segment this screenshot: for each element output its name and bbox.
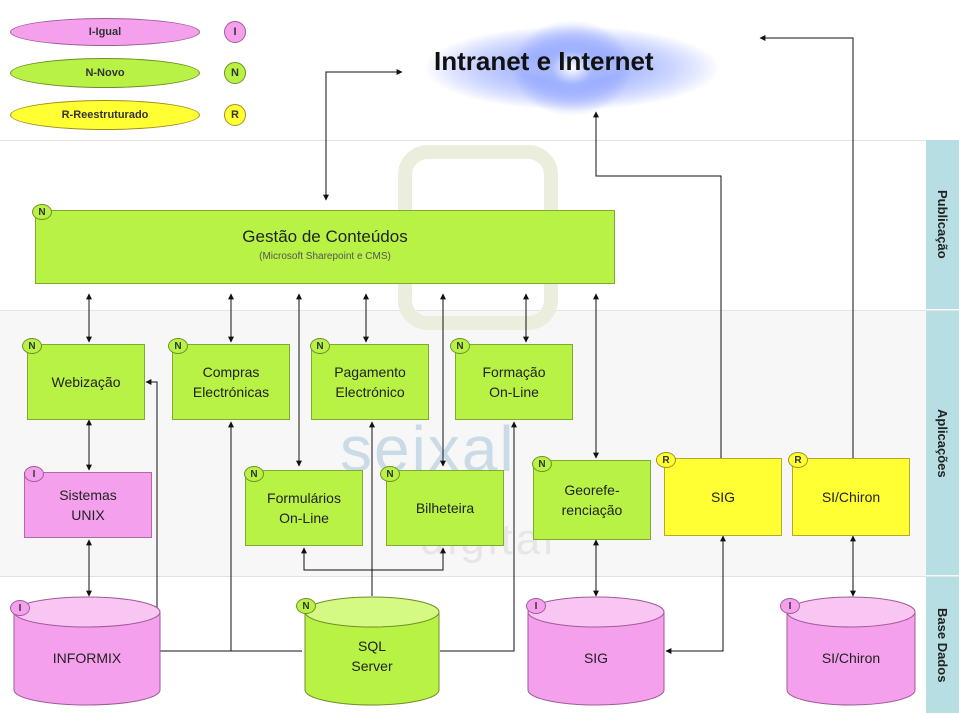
badge-bilheteira: N <box>380 466 400 482</box>
badge-sig-app: R <box>656 452 676 468</box>
sig-db[interactable]: SIG <box>527 596 665 706</box>
layer-label-publicacao: Publicação <box>935 190 950 259</box>
georef-box[interactable]: Georefe- renciação <box>533 460 651 540</box>
badge-informix: I <box>10 600 30 616</box>
layer-sidebar-publicacao <box>926 140 959 309</box>
link-formularios-bilheteira <box>301 547 446 571</box>
layer-sidebar-base-dados <box>926 577 959 713</box>
link-sig-internet <box>593 111 722 458</box>
pagamento-box[interactable]: Pagamento Electrónico <box>311 344 429 420</box>
gestao-title: Gestão de Conteúdos <box>242 227 408 246</box>
link-sql-webizacao <box>145 379 302 652</box>
webizacao-box[interactable]: Webização <box>27 344 145 420</box>
badge-georef: N <box>532 456 552 472</box>
legend-badge-reestruturado: R <box>224 104 246 126</box>
compras-box[interactable]: Compras Electrónicas <box>172 344 290 420</box>
sistemas-unix-box[interactable]: Sistemas UNIX <box>24 472 152 538</box>
webizacao-label: Webização <box>51 374 121 390</box>
bilheteira-box[interactable]: Bilheteira <box>386 470 504 546</box>
sql-line1: SQL <box>357 638 386 654</box>
badge-compras: N <box>168 338 188 354</box>
formularios-box[interactable]: Formulários On-Line <box>245 470 363 546</box>
compras-line2: Electrónicas <box>192 384 270 400</box>
unix-line2: UNIX <box>71 507 105 523</box>
badge-webizacao: N <box>22 338 42 354</box>
legend-ellipse-novo: N-Novo <box>10 58 200 88</box>
sql-server-db[interactable]: SQL Server <box>304 596 440 706</box>
badge-unix: I <box>24 466 44 482</box>
formularios-line1: Formulários <box>267 490 341 506</box>
georef-line1: Georefe- <box>564 482 620 498</box>
legend-badge-igual: I <box>224 21 246 43</box>
gestao-conteudos-box[interactable]: Gestão de Conteúdos (Microsoft Sharepoin… <box>35 210 615 284</box>
legend-badge-novo: N <box>224 62 246 84</box>
sql-line2: Server <box>351 658 393 674</box>
chiron-db[interactable]: SI/Chiron <box>786 596 916 706</box>
informix-label: INFORMIX <box>52 650 122 666</box>
pagamento-line1: Pagamento <box>334 364 406 380</box>
link-sql-formacao <box>440 421 517 652</box>
badge-formularios: N <box>244 466 264 482</box>
layer-label-base-dados: Base Dados <box>935 607 950 683</box>
layer-sidebar-aplicacoes <box>926 311 959 575</box>
badge-pagamento: N <box>310 338 330 354</box>
chiron-app-box[interactable]: SI/Chiron <box>792 458 910 536</box>
formacao-line2: On-Line <box>489 384 539 400</box>
chiron-db-label: SI/Chiron <box>821 650 881 666</box>
bilheteira-label: Bilheteira <box>415 500 475 516</box>
sig-app-box[interactable]: SIG <box>664 458 782 536</box>
chiron-app-label: SI/Chiron <box>821 489 881 505</box>
informix-db[interactable]: INFORMIX <box>13 596 161 706</box>
formacao-line1: Formação <box>482 364 546 380</box>
link-gestao-internet <box>323 69 403 201</box>
sig-db-label: SIG <box>583 650 609 666</box>
badge-chiron-db: I <box>780 598 800 614</box>
link-chiron-internet <box>759 35 854 458</box>
legend-ellipse-reestruturado: R-Reestruturado <box>10 100 200 130</box>
link-sigapp-sigdb <box>665 535 726 654</box>
compras-line1: Compras <box>202 364 260 380</box>
sig-app-label: SIG <box>710 489 736 505</box>
formularios-line2: On-Line <box>279 510 329 526</box>
badge-chiron-app: R <box>788 452 808 468</box>
layer-label-aplicacoes: Aplicações <box>935 408 950 478</box>
badge-formacao: N <box>450 338 470 354</box>
badge-sig-db: I <box>526 598 546 614</box>
badge-gestao: N <box>32 204 52 220</box>
legend-ellipse-igual: I-Igual <box>10 18 200 46</box>
formacao-box[interactable]: Formação On-Line <box>455 344 573 420</box>
gestao-subtitle: (Microsoft Sharepoint e CMS) <box>259 251 391 262</box>
page-title: Intranet e Internet <box>434 46 654 76</box>
badge-sql: N <box>296 598 316 614</box>
georef-line2: renciação <box>561 502 623 518</box>
unix-line1: Sistemas <box>59 487 117 503</box>
pagamento-line2: Electrónico <box>335 384 405 400</box>
